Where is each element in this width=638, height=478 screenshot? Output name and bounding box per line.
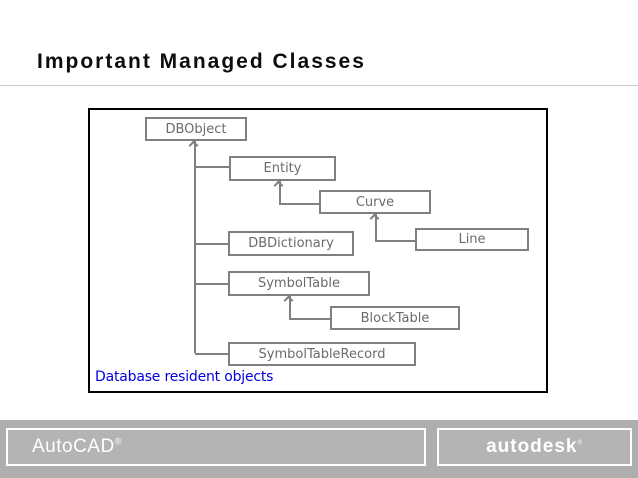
title-divider xyxy=(0,85,638,86)
edge-curve-to-entity-horizontal xyxy=(279,203,319,205)
footer-band: AutoCAD® autodesk® xyxy=(0,420,638,478)
class-box-symboltablerecord: SymbolTableRecord xyxy=(228,342,416,366)
class-box-line: Line xyxy=(415,228,529,251)
arrowhead-to-dbobject-icon xyxy=(188,140,199,151)
edge-trunk-to-dbdictionary xyxy=(195,243,228,245)
edge-line-to-curve-vertical xyxy=(375,214,377,242)
registered-mark-icon: ® xyxy=(114,436,122,447)
class-box-dbdictionary: DBDictionary xyxy=(228,231,354,256)
class-box-symboltable: SymbolTable xyxy=(228,271,370,296)
class-hierarchy-frame: DBObject Entity Curve DBDictionary Line … xyxy=(88,108,548,393)
autodesk-logo: autodesk® xyxy=(486,436,583,458)
registered-mark-icon: ® xyxy=(577,440,583,447)
autocad-logo: AutoCAD® xyxy=(32,436,122,458)
arrowhead-to-curve-icon xyxy=(369,213,380,224)
autocad-logo-text: AutoCAD xyxy=(32,436,115,457)
arrowhead-to-entity-icon xyxy=(273,180,284,191)
footer-product-panel: AutoCAD® xyxy=(6,428,426,466)
class-box-blocktable: BlockTable xyxy=(330,306,460,330)
edge-trunk-to-symboltablerecord xyxy=(195,353,228,355)
edge-trunk-to-entity xyxy=(195,166,229,168)
arrowhead-to-symboltable-icon xyxy=(283,295,294,306)
edge-curve-to-entity-vertical xyxy=(279,181,281,205)
edge-trunk-to-symboltable xyxy=(195,283,228,285)
edge-blocktable-to-symboltable-horizontal xyxy=(289,318,330,320)
class-box-curve: Curve xyxy=(319,190,431,214)
edge-blocktable-to-symboltable-vertical xyxy=(289,296,291,320)
autodesk-logo-text: autodesk xyxy=(486,436,578,457)
class-box-dbobject: DBObject xyxy=(145,117,247,141)
class-box-entity: Entity xyxy=(229,156,336,181)
footer-brand-panel: autodesk® xyxy=(437,428,632,466)
diagram-caption: Database resident objects xyxy=(95,369,274,385)
page-title: Important Managed Classes xyxy=(37,50,366,73)
edge-line-to-curve-horizontal xyxy=(375,240,415,242)
edge-dbobject-trunk xyxy=(194,141,196,353)
